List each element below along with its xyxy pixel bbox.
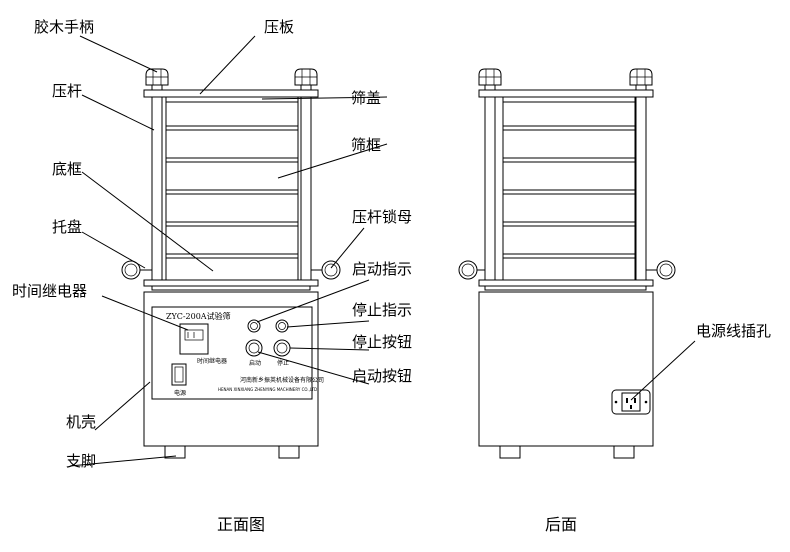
sieve-frame-stack: [165, 102, 299, 280]
start-indicator-lamp: [247, 319, 261, 333]
foot-right: [278, 445, 300, 459]
label-stop-button: 停止按钮: [352, 333, 412, 351]
stop-button-caption: 停止: [277, 359, 289, 367]
back-handle-knob-left: [478, 68, 502, 86]
handle-knob-right: [294, 68, 318, 86]
timer-caption: 时间继电器: [197, 357, 227, 365]
sieve-cover: [165, 96, 299, 103]
caption-front-view: 正面图: [217, 515, 265, 534]
callout-labels: 胶木手柄 压板 压杆 筛盖 筛框 底框 压杆锁母 托盘 启动指示 时间继电器 停…: [12, 18, 771, 470]
back-rod-lock-nut-right: [656, 260, 676, 280]
foot-left: [164, 445, 186, 459]
start-button: 启动: [245, 339, 263, 367]
label-handle: 胶木手柄: [34, 18, 94, 36]
back-foot-left: [499, 445, 521, 459]
label-sieve-frame: 筛框: [351, 136, 381, 154]
label-rod-lock-nut: 压杆锁母: [352, 208, 412, 226]
stop-indicator-lamp: [275, 319, 289, 333]
press-rod-left: [151, 96, 163, 286]
label-press-rod: 压杆: [52, 82, 82, 100]
back-housing: [478, 291, 654, 447]
caption-back-view: 后面: [545, 515, 577, 534]
label-foot: 支脚: [66, 452, 96, 470]
label-press-plate: 压板: [264, 18, 294, 36]
label-base-frame: 底框: [52, 160, 82, 178]
panel-company-cn: 河南新乡振英机械设备有限公司: [240, 376, 324, 384]
front-view: ZYC-200A试验筛 时间继电器 电源 启动: [121, 68, 341, 459]
label-start-button: 启动按钮: [352, 367, 412, 385]
back-rod-lock-nut-left: [458, 260, 478, 280]
switch-caption: 电源: [174, 389, 186, 397]
press-plate: [143, 89, 319, 98]
label-stop-indicator: 停止指示: [352, 301, 412, 319]
label-housing: 机壳: [66, 413, 96, 431]
press-rod-right: [300, 96, 312, 286]
back-foot-right: [613, 445, 635, 459]
panel-model-text: ZYC-200A试验筛: [166, 311, 231, 321]
tray: [143, 279, 319, 287]
control-panel: [151, 306, 313, 400]
start-button-caption: 启动: [249, 359, 261, 367]
label-start-indicator: 启动指示: [352, 260, 412, 278]
handle-knob-left: [145, 68, 169, 86]
label-tray: 托盘: [52, 218, 82, 236]
stop-button: 停止: [273, 339, 291, 367]
back-handle-knob-right: [629, 68, 653, 86]
leader-lines: [69, 35, 696, 467]
back-sieve-frame-stack: [502, 102, 636, 280]
label-time-relay: 时间继电器: [12, 282, 87, 300]
back-view: [458, 68, 676, 459]
label-sieve-cover: 筛盖: [351, 89, 381, 107]
power-socket: [611, 389, 651, 415]
power-switch: 电源: [171, 363, 187, 397]
label-power-socket: 电源线插孔: [696, 322, 771, 340]
rod-lock-nut-right: [321, 260, 341, 280]
panel-company-en: HENAN XINXIANG ZHENYING MACHINERY CO.,LT…: [218, 387, 317, 392]
